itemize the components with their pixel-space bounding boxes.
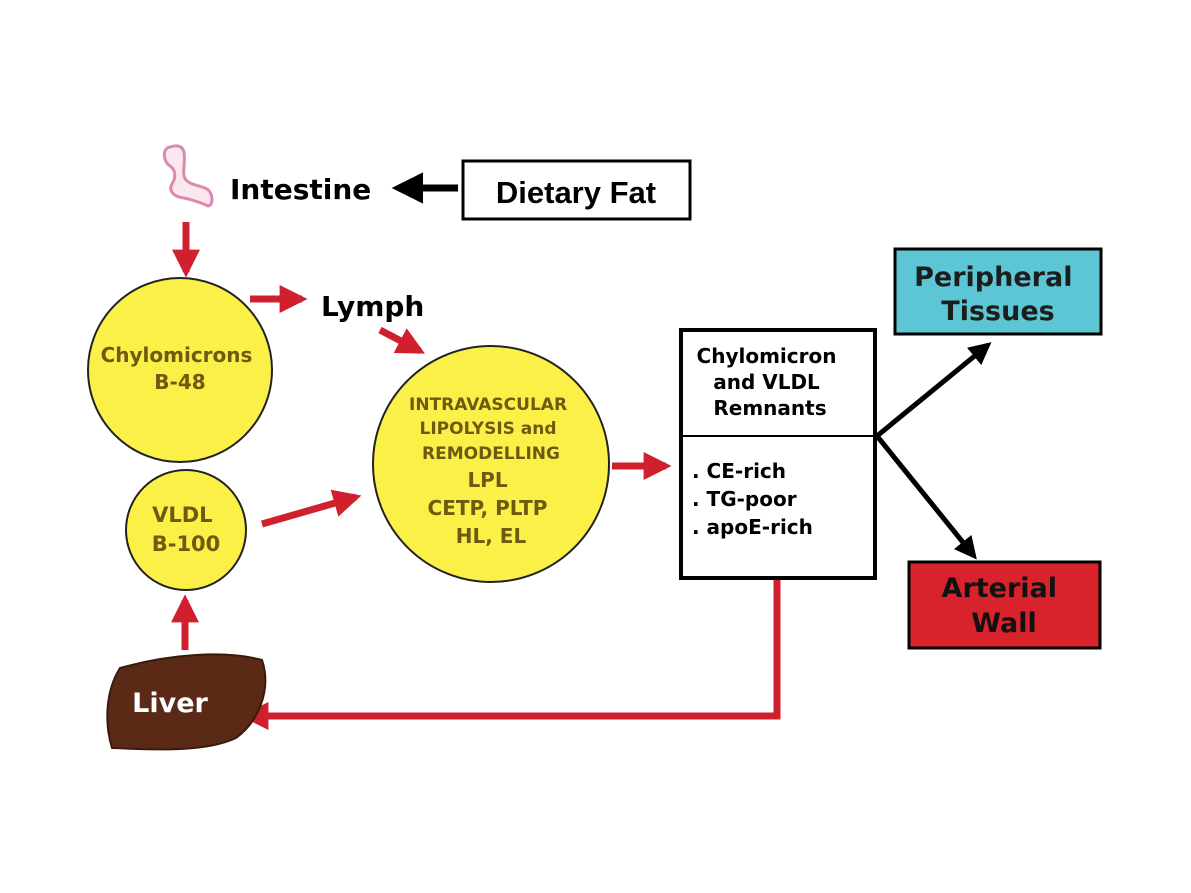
vldl-circle <box>125 469 247 591</box>
arterial-line-1: Arterial <box>942 573 1057 604</box>
chylomicrons-text: Chylomicrons B-48 <box>101 343 260 394</box>
remnants-title-line-3: Remnants <box>713 396 826 420</box>
vldl-text: VLDL B-100 <box>152 503 221 556</box>
remnants-box <box>679 328 877 580</box>
peripheral-tissues-box <box>893 247 1103 336</box>
lipolysis-text: INTRAVASCULAR LIPOLYSIS and REMODELLING <box>409 395 573 464</box>
remnants-title-line-2: and VLDL <box>713 370 820 394</box>
liver-shape <box>106 653 267 751</box>
remnants-title-line-1: Chylomicron <box>697 344 837 368</box>
chylomicrons-line-1: Chylomicrons <box>101 343 253 367</box>
lipolysis-circle <box>372 345 610 583</box>
lipolysis-line-5: CETP, PLTP <box>428 496 548 520</box>
vldl-line-2: B-100 <box>152 532 221 556</box>
lipolysis-line-1: INTRAVASCULAR <box>409 395 567 415</box>
lipolysis-line-2: LIPOLYSIS and <box>420 419 557 439</box>
lymph-to-lipolysis-arrow <box>378 326 425 355</box>
chylomicrons-line-2: B-48 <box>154 370 205 394</box>
remnants-to-peripheral-arrow <box>875 342 992 438</box>
intestine-label: Intestine <box>230 173 371 206</box>
vldl-line-1: VLDL <box>152 503 212 527</box>
remnants-to-liver-arrow <box>240 580 781 730</box>
lymph-label: Lymph <box>321 290 424 323</box>
dietary-fat-label: Dietary Fat <box>496 175 656 210</box>
remnants-prop-ce-rich: . CE-rich <box>692 459 786 483</box>
peripheral-line-2: Tissues <box>941 296 1054 327</box>
arterial-wall-text: Arterial Wall <box>942 573 1067 639</box>
dietary-fat-box <box>461 159 692 221</box>
chylomicrons-circle <box>87 277 273 463</box>
peripheral-tissues-text: Peripheral Tissues <box>914 262 1082 327</box>
intestine-icon <box>162 144 214 208</box>
remnants-title-text: Chylomicron and VLDL Remnants <box>697 344 844 420</box>
liver-label: Liver <box>132 688 208 719</box>
arterial-wall-box <box>907 560 1102 650</box>
peripheral-line-1: Peripheral <box>914 262 1072 293</box>
arterial-line-2: Wall <box>971 608 1037 639</box>
remnants-prop-tg-poor: . TG-poor <box>692 487 797 511</box>
lipolysis-line-4: LPL <box>467 468 507 492</box>
lipolysis-enzymes-text: LPL CETP, PLTP HL, EL <box>428 468 555 548</box>
remnants-prop-apoe-rich: . apoE-rich <box>692 515 813 539</box>
lipolysis-line-6: HL, EL <box>456 524 527 548</box>
remnants-props-text: . CE-rich . TG-poor . apoE-rich <box>692 459 813 539</box>
vldl-to-lipolysis-arrow <box>261 489 362 528</box>
lipolysis-line-3: REMODELLING <box>422 444 560 464</box>
remnants-to-arterial-arrow <box>875 434 977 560</box>
